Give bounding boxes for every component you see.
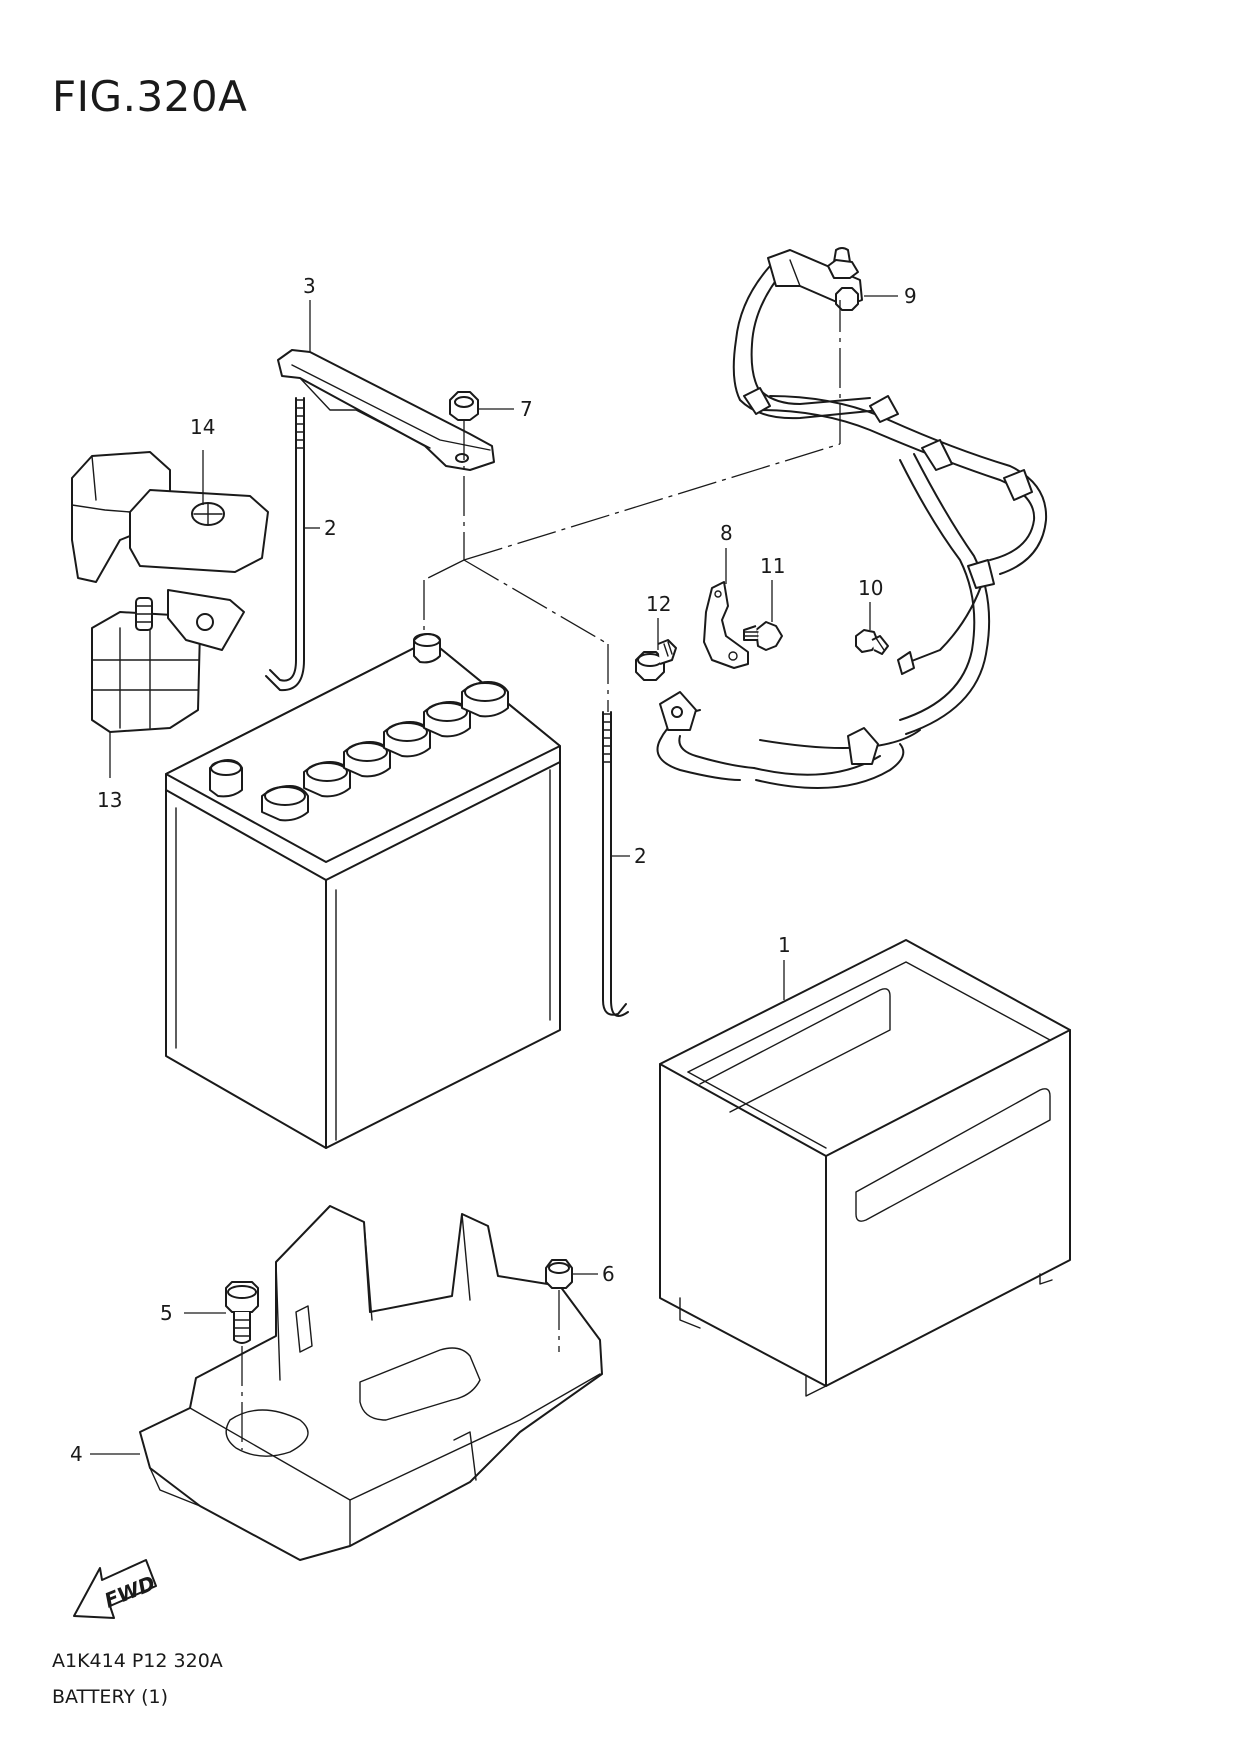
battery-vent-caps bbox=[261, 681, 509, 822]
cable-bolt bbox=[635, 639, 677, 681]
callout-2-upper: 2 bbox=[324, 516, 337, 540]
callout-3: 3 bbox=[303, 274, 316, 298]
diagram-caption: BATTERY (1) bbox=[52, 1686, 168, 1708]
harness-bolt bbox=[855, 629, 889, 655]
battery-cable-harness bbox=[656, 247, 1048, 789]
callout-5: 5 bbox=[160, 1301, 173, 1325]
hold-down-rod-left bbox=[265, 397, 305, 692]
bracket-bolt bbox=[743, 621, 783, 651]
leader-lines bbox=[90, 295, 898, 1455]
callout-7: 7 bbox=[520, 397, 533, 421]
callout-2-lower: 2 bbox=[634, 844, 647, 868]
battery bbox=[165, 633, 561, 1149]
battery-box bbox=[659, 939, 1071, 1397]
battery-hold-down-bracket bbox=[277, 349, 495, 471]
callout-labels: 1 2 2 3 4 5 6 7 8 9 10 11 12 13 14 bbox=[70, 274, 917, 1466]
callout-9: 9 bbox=[904, 284, 917, 308]
battery-terminal-cover bbox=[71, 451, 269, 583]
battery-tray bbox=[139, 1205, 603, 1561]
figure-title: FIG.320A bbox=[52, 72, 248, 121]
cable-bracket bbox=[703, 581, 749, 669]
hold-down-rod-right bbox=[602, 711, 629, 1017]
tray-bolt bbox=[225, 1281, 259, 1344]
callout-6: 6 bbox=[602, 1262, 615, 1286]
callout-1: 1 bbox=[778, 933, 791, 957]
forward-direction-arrow: FWD bbox=[73, 1559, 158, 1619]
reference-lines bbox=[241, 300, 841, 1450]
callout-10: 10 bbox=[858, 576, 883, 600]
bracket-nut bbox=[449, 391, 479, 421]
diagram-code: A1K414 P12 320A bbox=[52, 1650, 223, 1672]
callout-11: 11 bbox=[760, 554, 785, 578]
callout-14: 14 bbox=[190, 415, 215, 439]
tray-nut bbox=[545, 1259, 573, 1289]
fusible-terminal-block bbox=[91, 589, 245, 733]
callout-13: 13 bbox=[97, 788, 122, 812]
callout-12: 12 bbox=[646, 592, 671, 616]
callout-4: 4 bbox=[70, 1442, 83, 1466]
callout-8: 8 bbox=[720, 521, 733, 545]
